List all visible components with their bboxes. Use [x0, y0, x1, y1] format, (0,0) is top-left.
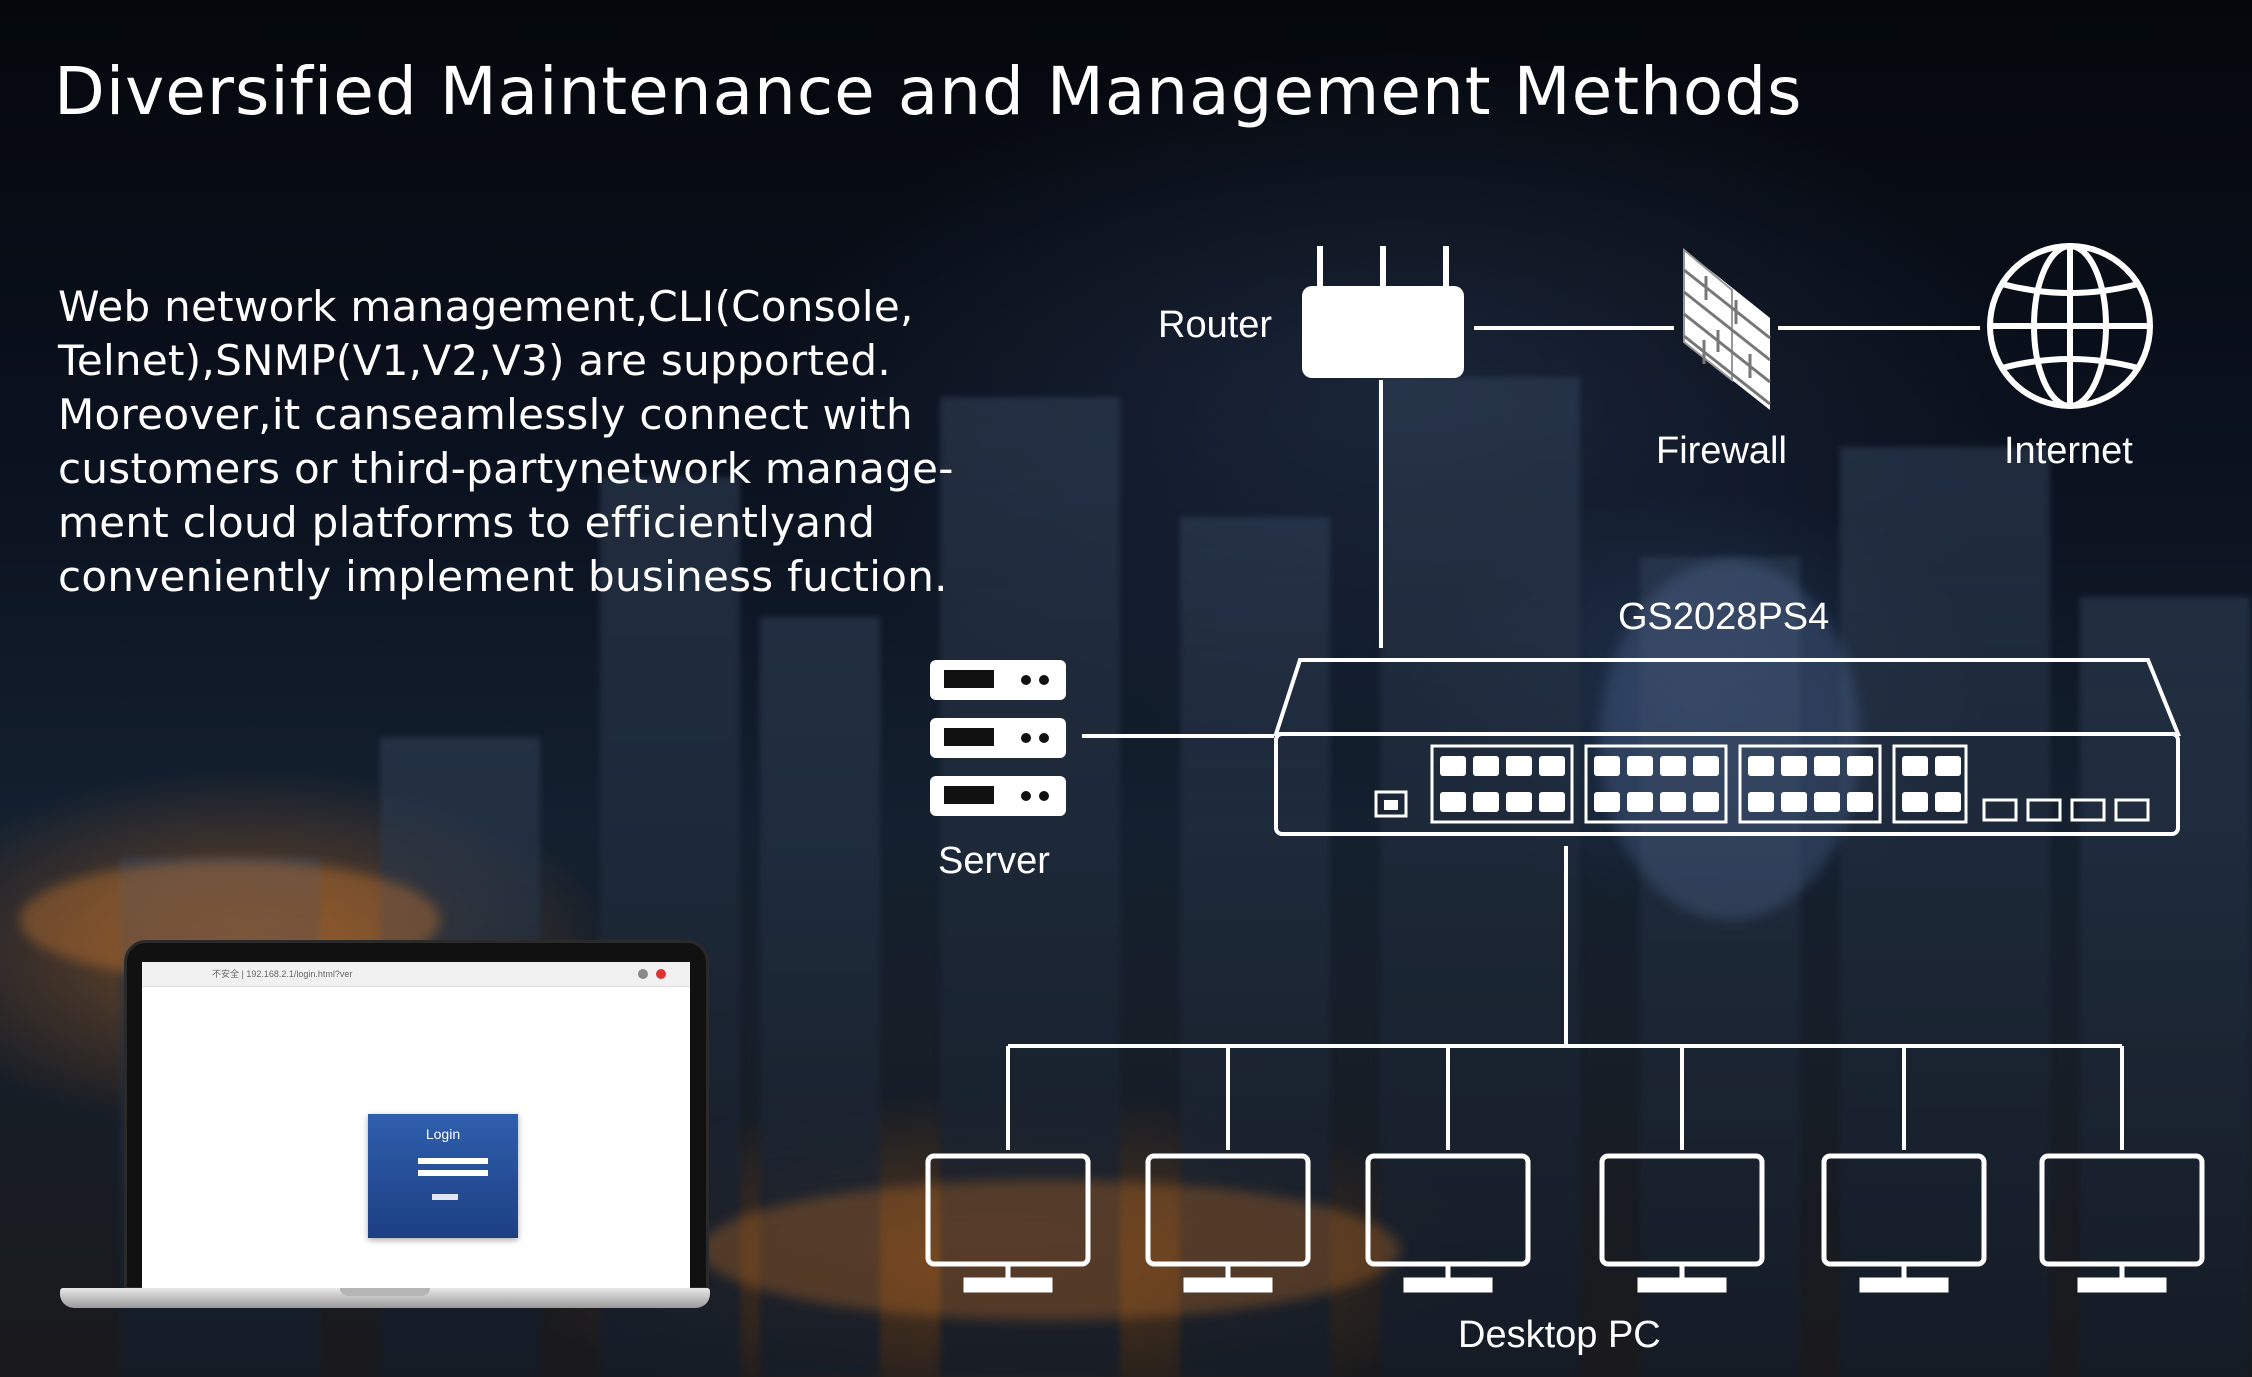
password-input[interactable] — [418, 1170, 488, 1176]
description-line: ment cloud platforms to efficientlyand — [58, 498, 876, 547]
background-building — [1380, 377, 1580, 1377]
router-icon — [1302, 246, 1464, 378]
browser-profile-icon — [638, 969, 648, 979]
username-input[interactable] — [418, 1158, 488, 1164]
desktop-pc-icon — [1365, 1153, 1531, 1293]
switch-icon — [1273, 658, 2181, 836]
description-paragraph: Web network management,CLI(Console, Teln… — [58, 280, 958, 604]
city-lights — [1600, 560, 1860, 920]
desktop-pc-icon — [925, 1153, 1091, 1293]
laptop-notch — [340, 1288, 430, 1296]
browser-address-bar: 不安全 | 192.168.2.1/login.html?ver — [142, 962, 690, 987]
login-title: Login — [425, 1126, 461, 1142]
laptop-screen: 不安全 | 192.168.2.1/login.html?ver Login — [142, 962, 690, 1290]
background-building — [1640, 557, 1800, 1377]
desktop-pc-icon — [1821, 1153, 1987, 1293]
switch-ports — [1440, 756, 1961, 812]
server-icon — [930, 660, 1066, 816]
city-lights — [700, 1180, 1400, 1320]
laptop-base — [60, 1288, 710, 1308]
desktop-pc-icon — [1145, 1153, 1311, 1293]
laptop-web-management: 不安全 | 192.168.2.1/login.html?ver Login — [60, 940, 710, 1315]
router-label: Router — [1158, 304, 1273, 346]
internet-globe-icon — [1987, 243, 2153, 409]
desktop-pc-icon — [1599, 1153, 1765, 1293]
description-line: customers or third-partynetwork manage- — [58, 444, 954, 493]
background-building — [760, 617, 880, 1377]
desktop-pc-label: Desktop PC — [1458, 1314, 1661, 1356]
internet-label: Internet — [2004, 430, 2133, 472]
page-title: Diversified Maintenance and Management M… — [54, 53, 1803, 130]
description-line: Moreover,it canseamlessly connect with — [58, 390, 913, 439]
firewall-icon — [1683, 247, 1771, 410]
browser-url: 不安全 | 192.168.2.1/login.html?ver — [212, 969, 353, 979]
login-button[interactable] — [432, 1194, 458, 1200]
desktop-pc-icon — [2039, 1153, 2205, 1293]
switch-model-label: GS2028PS4 — [1618, 596, 1830, 638]
background-building — [1840, 447, 2050, 1377]
server-label: Server — [938, 840, 1050, 882]
background-building — [2080, 597, 2250, 1377]
firewall-label: Firewall — [1656, 430, 1787, 472]
browser-extension-icon — [656, 969, 666, 979]
description-line: Web network management,CLI(Console, — [58, 282, 914, 331]
description-line: Telnet),SNMP(V1,V2,V3) are supported. — [58, 336, 891, 385]
description-line: conveniently implement business fuction. — [58, 552, 948, 601]
login-panel: Login — [368, 1114, 518, 1238]
